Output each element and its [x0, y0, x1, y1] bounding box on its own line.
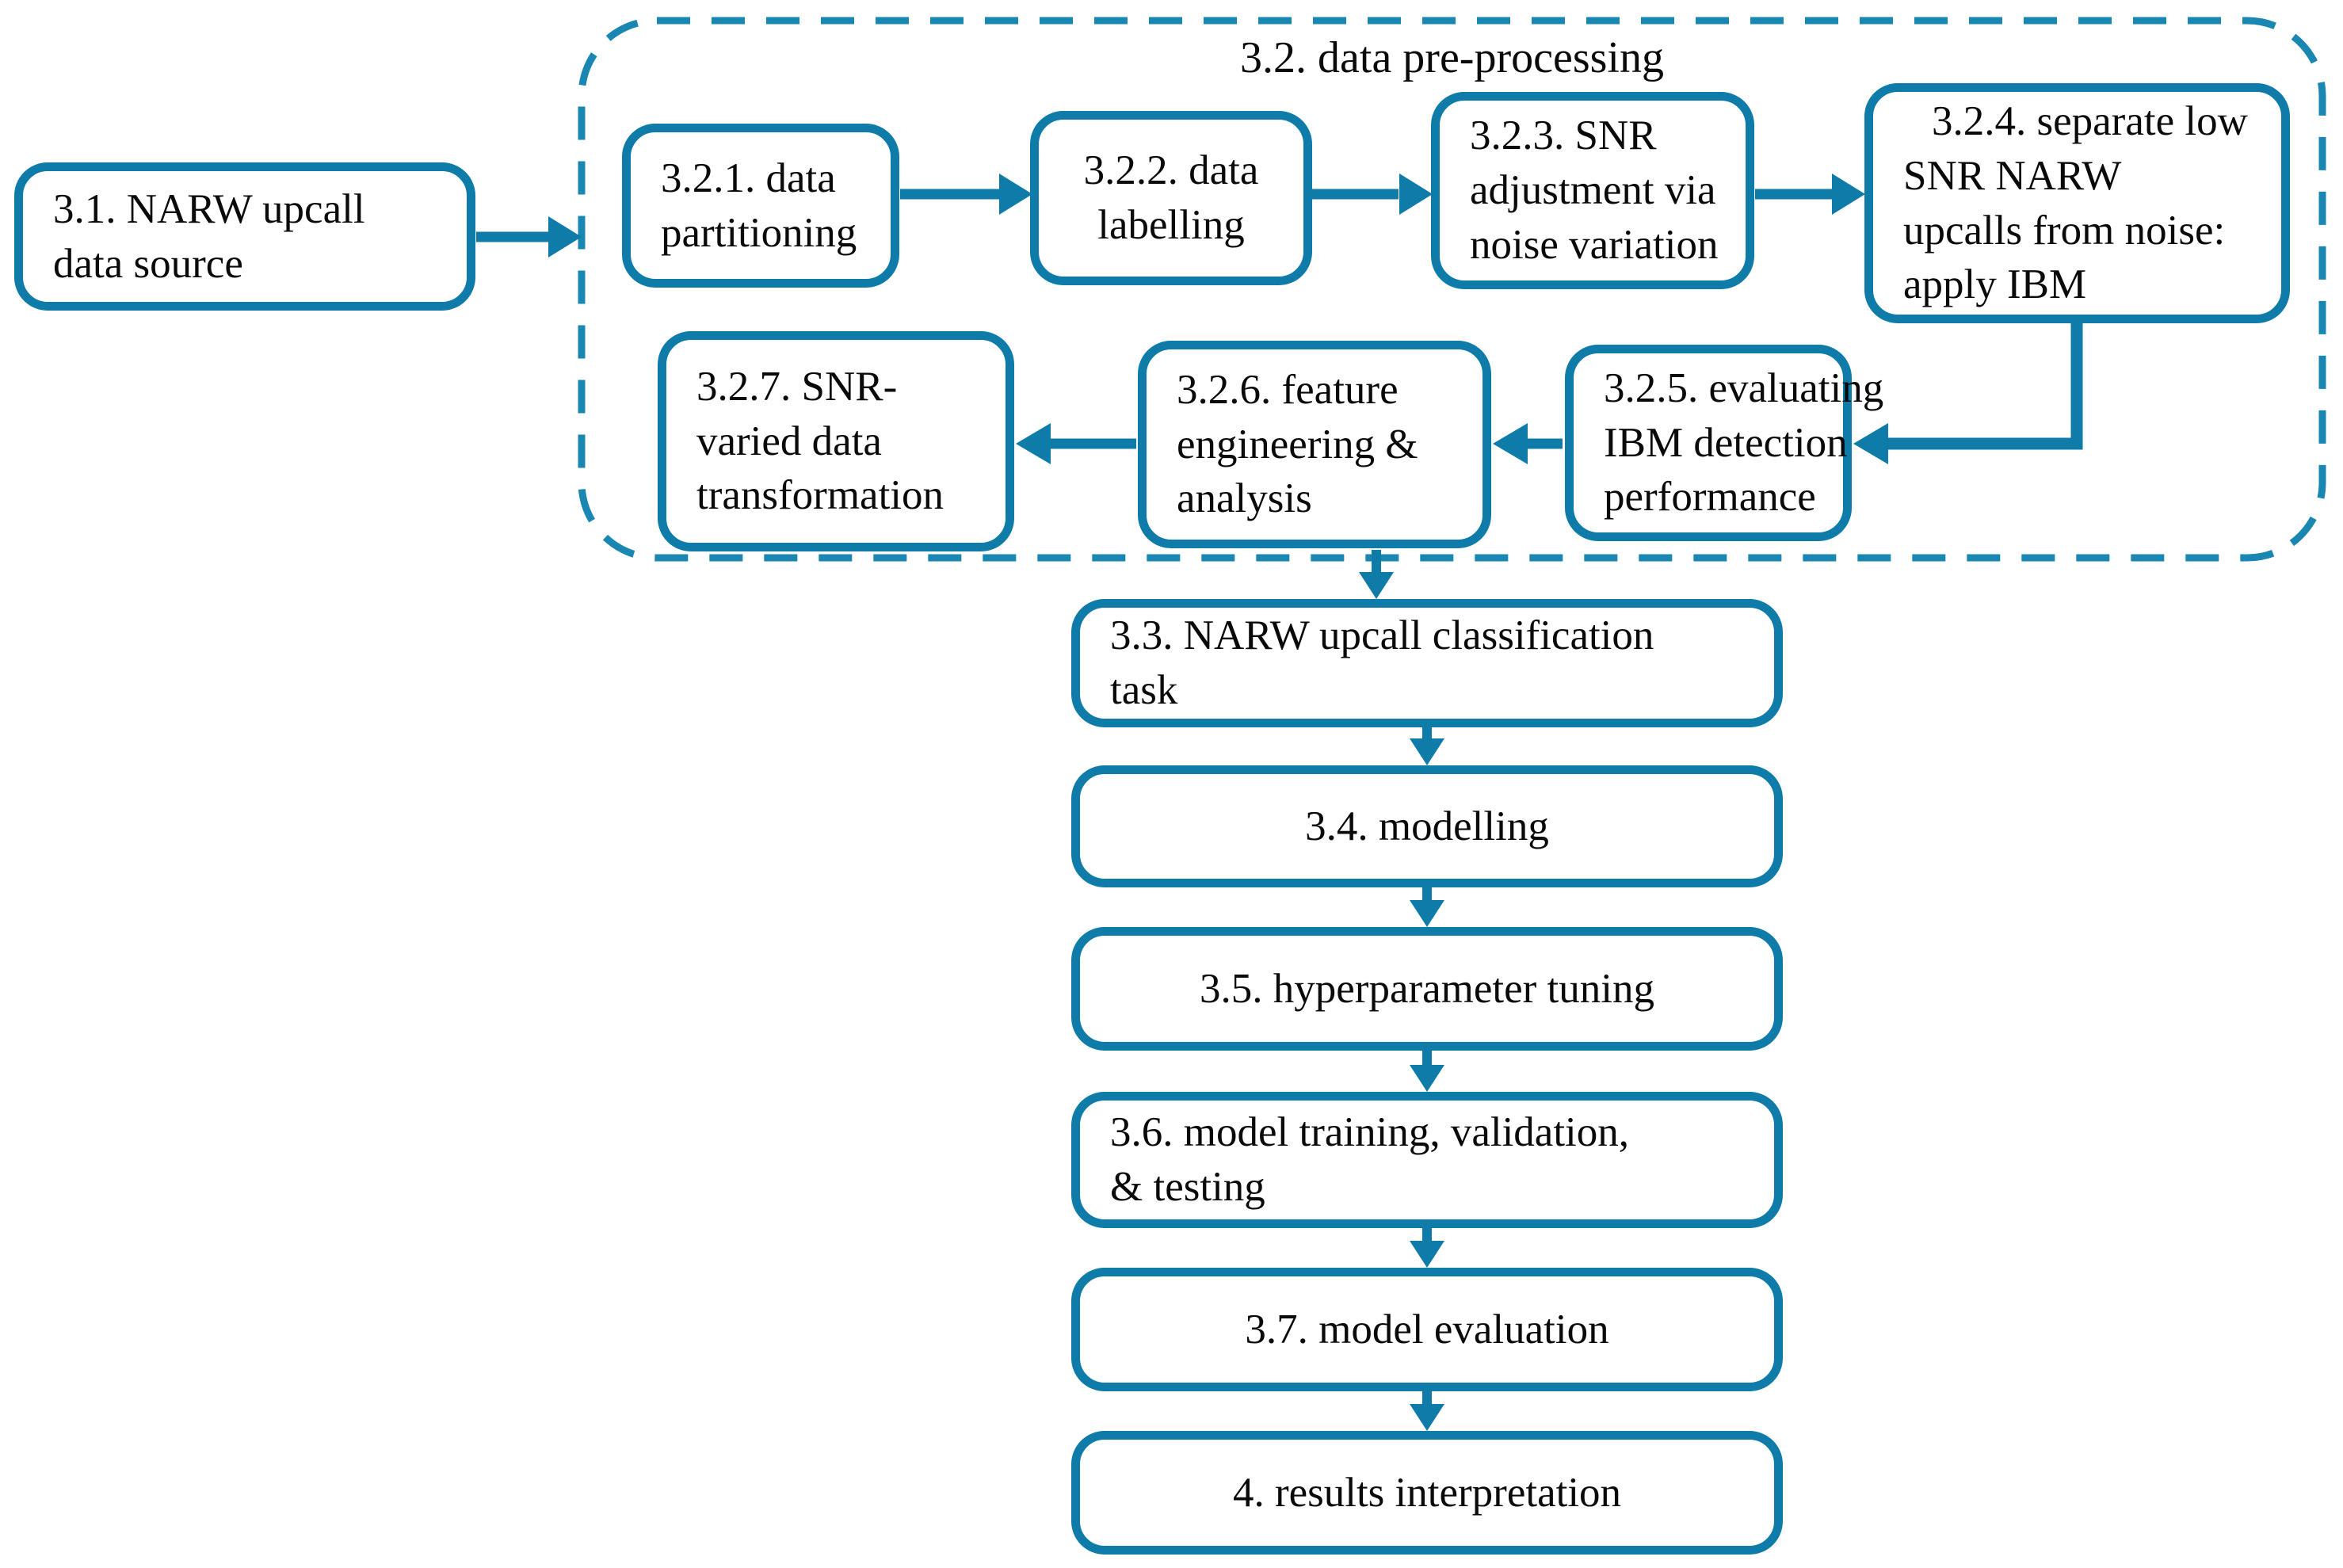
arrow-3-6-to-3-7 — [1410, 1227, 1444, 1268]
preprocessing-dashed-container — [578, 17, 2326, 562]
box-label-line: 3.5. hyperparameter tuning — [1200, 965, 1654, 1012]
box-label-line: IBM detection — [1604, 419, 1848, 466]
box-label-line: upcalls from noise: — [1903, 207, 2226, 254]
box-label-line: 3.1. NARW upcall — [53, 185, 365, 232]
box-label-line: adjustment via — [1470, 167, 1716, 214]
box-label-line: task — [1110, 667, 1178, 713]
box-3-2-2-data-labelling: 3.2.2. data labelling — [1030, 111, 1312, 285]
box-label-line: 3.2.5. evaluating — [1604, 364, 1884, 411]
arrow-3-2-4-to-3-2-5 — [1853, 322, 2083, 464]
box-label-line: 3.2.3. SNR — [1470, 113, 1657, 159]
arrow-3-5-to-3-6 — [1410, 1049, 1444, 1092]
box-3-2-1-data-partitioning: 3.2.1. data partitioning — [622, 124, 899, 288]
box-3-2-3-snr-adjustment: 3.2.3. SNR adjustment via noise variatio… — [1431, 92, 1754, 289]
box-label-line: 3.2.1. data — [661, 155, 836, 201]
box-label-line: transformation — [696, 472, 944, 519]
box-label-line: performance — [1604, 474, 1816, 521]
arrow-3-7-to-4 — [1410, 1390, 1444, 1431]
preprocessing-container-title: 3.2. data pre-processing — [1240, 33, 1664, 82]
arrow-3-2-3-to-3-2-4 — [1755, 174, 1865, 215]
box-label-line: SNR NARW — [1903, 152, 2122, 199]
box-label-line: noise variation — [1470, 221, 1719, 268]
arrow-3-4-to-3-5 — [1410, 886, 1444, 927]
box-label-line: 3.6. model training, validation, — [1110, 1109, 1630, 1156]
box-3-3-narw-upcall-classification-task: 3.3. NARW upcall classification task — [1071, 599, 1783, 727]
arrow-3-1-to-3-2 — [476, 216, 582, 258]
arrow-3-2-6-to-3-2-7 — [1016, 423, 1136, 464]
box-3-1-narw-upcall-data-source: 3.1. NARW upcall data source — [14, 162, 475, 311]
box-label-line: engineering & — [1177, 421, 1418, 467]
box-3-2-7-snr-varied-data-transformation: 3.2.7. SNR- varied data transformation — [658, 331, 1014, 551]
arrow-3-2-5-to-3-2-6 — [1493, 423, 1563, 464]
box-3-2-5-evaluating-ibm-detection: 3.2.5. evaluating IBM detection performa… — [1565, 345, 1883, 541]
box-3-4-modelling: 3.4. modelling — [1071, 765, 1783, 887]
arrow-3-3-to-3-4 — [1410, 726, 1444, 765]
box-3-2-4-separate-low-snr-apply-ibm: 3.2.4. separate low SNR NARW upcalls fro… — [1864, 83, 2290, 323]
box-3-5-hyperparameter-tuning: 3.5. hyperparameter tuning — [1071, 927, 1783, 1051]
box-label-line: varied data — [696, 418, 882, 464]
box-label-line: & testing — [1110, 1164, 1265, 1210]
box-3-7-model-evaluation: 3.7. model evaluation — [1071, 1268, 1783, 1391]
box-3-6-model-training-validation-testing: 3.6. model training, validation, & testi… — [1071, 1092, 1783, 1228]
arrow-3-2-1-to-3-2-2 — [900, 174, 1032, 215]
box-label-line: labelling — [1097, 202, 1245, 248]
box-label-line: 3.4. modelling — [1305, 803, 1549, 849]
box-label-line: apply IBM — [1903, 261, 2087, 308]
box-label-line: 3.7. model evaluation — [1245, 1306, 1609, 1352]
arrow-3-2-2-to-3-2-3 — [1312, 174, 1433, 215]
box-label-line: 3.2.4. separate low — [1932, 97, 2248, 144]
box-4-results-interpretation: 4. results interpretation — [1071, 1431, 1783, 1555]
box-label-line: 4. results interpretation — [1232, 1469, 1622, 1516]
box-label-line: data source — [53, 240, 243, 287]
box-label-line: 3.2.2. data — [1083, 147, 1259, 194]
box-3-2-6-feature-engineering-analysis: 3.2.6. feature engineering & analysis — [1138, 341, 1491, 548]
box-label-line: partitioning — [661, 209, 857, 256]
box-label-line: 3.2.7. SNR- — [696, 363, 898, 410]
box-label-line: 3.3. NARW upcall classification — [1110, 612, 1654, 659]
box-label-line: analysis — [1177, 475, 1312, 522]
arrow-3-2-to-3-3 — [1359, 550, 1394, 599]
box-label-line: 3.2.6. feature — [1177, 366, 1399, 413]
